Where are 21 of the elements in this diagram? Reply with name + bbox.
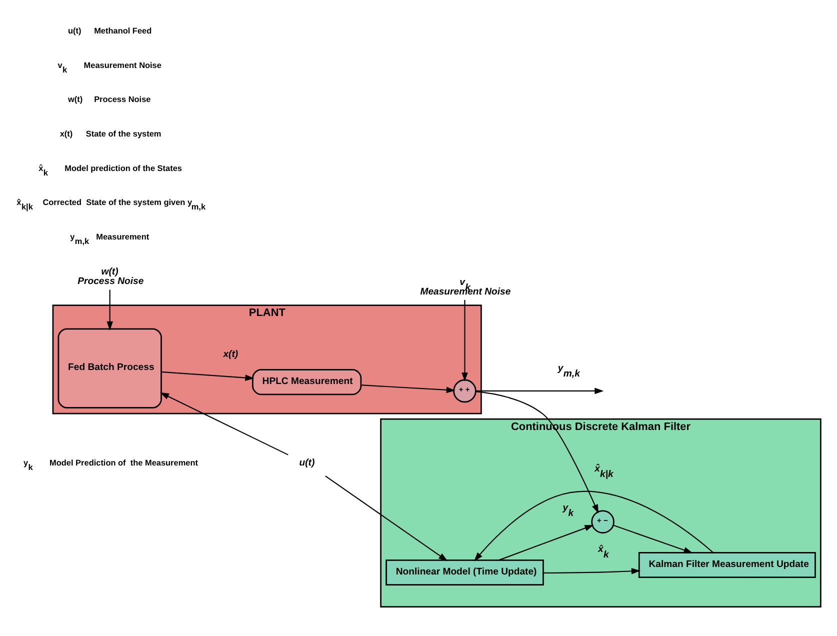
node-circle: + − bbox=[591, 510, 614, 533]
node-text: u(t) bbox=[299, 456, 315, 468]
arrow bbox=[474, 490, 714, 561]
arrow bbox=[161, 370, 254, 380]
arrow bbox=[325, 475, 448, 561]
node-box: Nonlinear Model (Time Update) bbox=[386, 559, 544, 586]
arrow bbox=[543, 567, 640, 574]
node-box: Kalman Filter Measurement Update bbox=[638, 551, 816, 578]
arrow bbox=[498, 524, 594, 560]
node-text: w(t) Process Noise bbox=[78, 266, 144, 287]
node-circle: + + bbox=[453, 378, 476, 402]
arrow bbox=[613, 524, 693, 553]
arrow bbox=[476, 387, 604, 394]
edge-label: x(t) bbox=[223, 348, 238, 360]
node-box: Fed Batch Process bbox=[58, 328, 162, 408]
arrow bbox=[160, 392, 288, 455]
arrow bbox=[462, 299, 468, 381]
arrow bbox=[361, 384, 456, 393]
node-box: HPLC Measurement bbox=[252, 368, 362, 395]
arrow bbox=[106, 289, 113, 330]
arrow bbox=[476, 390, 599, 514]
